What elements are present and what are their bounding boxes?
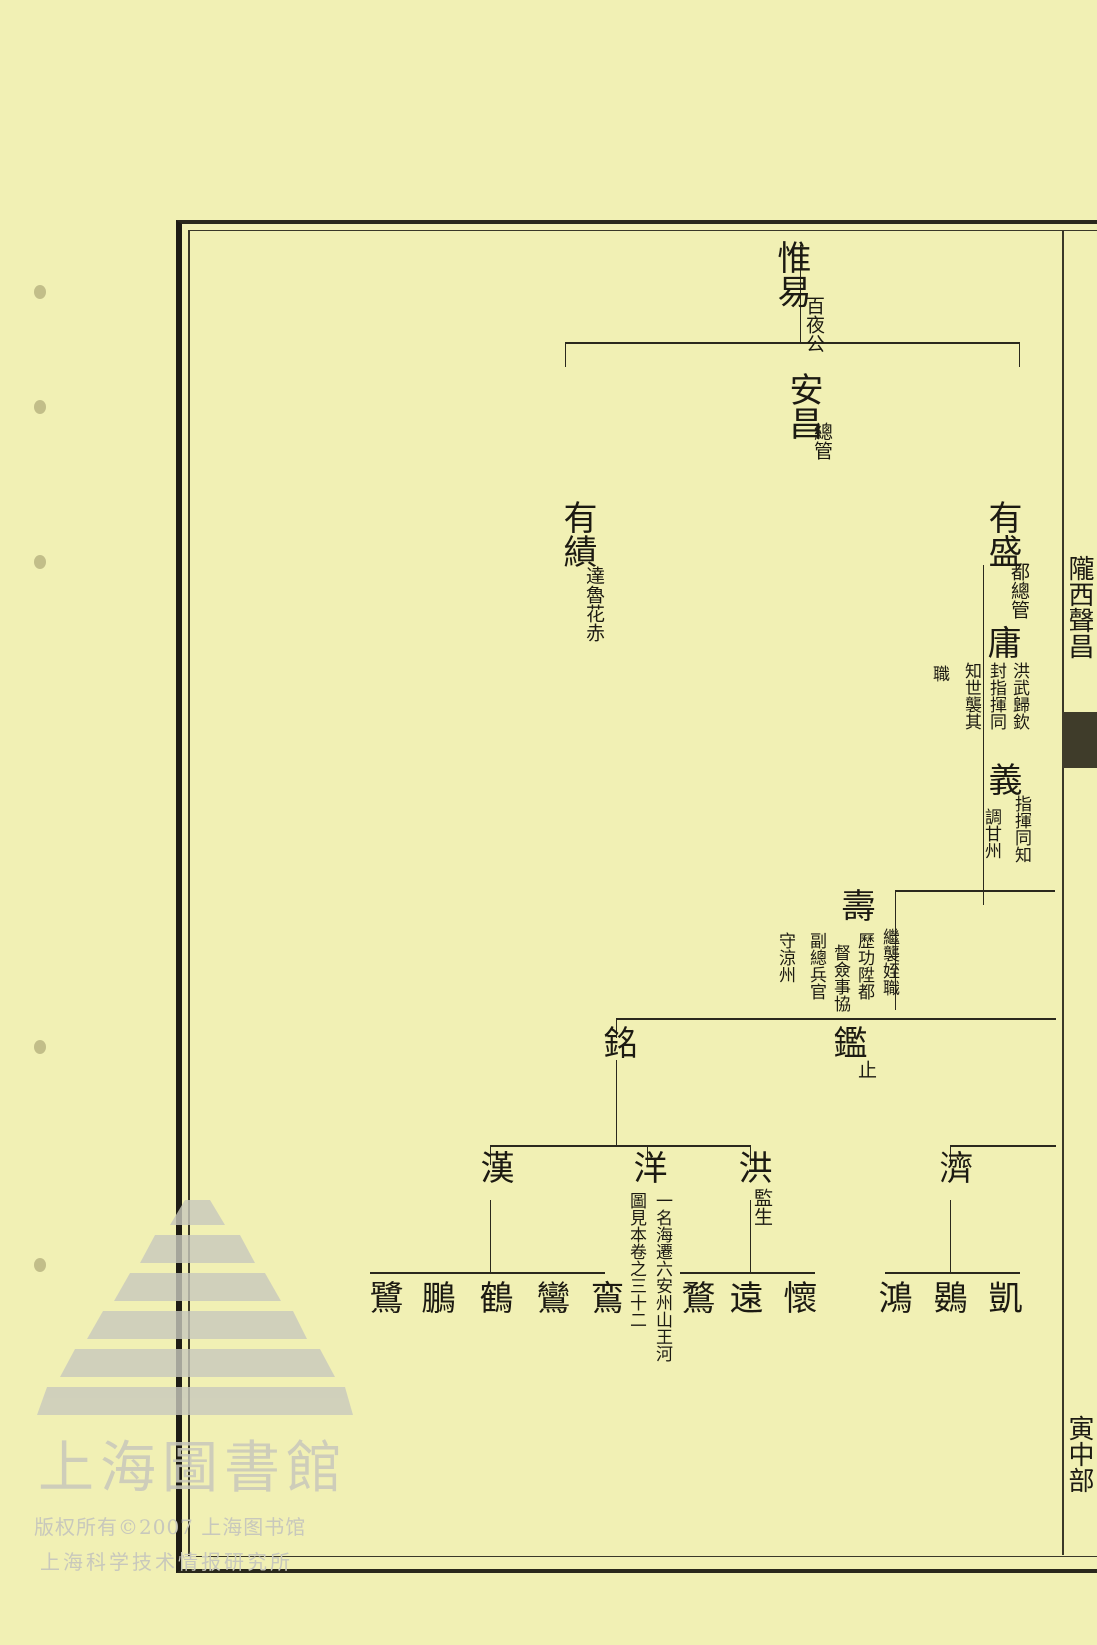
note-jian: 止: [855, 1060, 877, 1079]
person-youji: 有績: [557, 500, 597, 568]
person-yi: 義: [982, 762, 1022, 796]
connector-line: [370, 1272, 605, 1274]
person-gen8: 鷺: [363, 1280, 403, 1314]
connector-line: [895, 890, 896, 1010]
person-anchang: 安昌: [783, 372, 823, 440]
person-gen8: 鶴: [473, 1280, 513, 1314]
note-shou-5: 守涼州: [775, 932, 795, 983]
binding-hole: [34, 1258, 46, 1272]
connector-line: [950, 1145, 951, 1165]
note-yong-4: 職: [929, 665, 949, 682]
connector-line: [750, 1200, 751, 1272]
note-yong-2: 封指揮同: [986, 662, 1006, 730]
connector-line: [895, 890, 1055, 892]
person-gen8: 鷃: [927, 1280, 967, 1314]
connector-line: [750, 1145, 751, 1165]
connector-line: [490, 1145, 491, 1165]
note-shou-4: 副總兵官: [806, 932, 826, 1000]
connector-line: [490, 1200, 491, 1272]
note-yong-3: 知世襲其: [961, 662, 981, 730]
binding-hole: [34, 1040, 46, 1054]
person-gen8: 遠: [723, 1280, 763, 1314]
page-frame-outer: [176, 220, 1097, 1573]
note-yang-1: 一名海遷六安州山王河: [652, 1192, 672, 1362]
connector-line: [950, 1200, 951, 1272]
connector-line: [800, 245, 801, 342]
connector-line: [565, 342, 1020, 344]
person-gen8: 鶩: [675, 1280, 715, 1314]
person-ming: 銘: [597, 1025, 637, 1059]
connector-line: [983, 565, 984, 905]
person-jian: 鑑: [827, 1025, 867, 1059]
library-logo-icon: [37, 1200, 353, 1415]
person-gen8: 鵬: [415, 1280, 455, 1314]
person-yousheng: 有盛: [982, 500, 1022, 568]
person-ji: 濟: [933, 1150, 973, 1184]
person-hong: 洪: [732, 1150, 772, 1184]
binding-hole: [34, 400, 46, 414]
connector-line: [490, 1145, 750, 1147]
person-gen8: 鸞: [530, 1280, 570, 1314]
person-yang: 洋: [627, 1150, 667, 1184]
person-yong: 庸: [981, 625, 1021, 659]
side-fishtail-mark: [1062, 712, 1097, 768]
binding-hole: [34, 285, 46, 299]
person-han: 漢: [474, 1150, 514, 1184]
note-yi-1: 指揮同知: [1011, 795, 1031, 863]
person-gen8: 懷: [777, 1280, 817, 1314]
person-gen8: 鵉: [584, 1280, 624, 1314]
note-hong: 監生: [751, 1188, 773, 1226]
note-yi-2: 調甘州: [981, 808, 1001, 859]
connector-line: [950, 1145, 1056, 1147]
person-shou: 壽: [835, 888, 875, 922]
connector-line: [680, 1272, 815, 1274]
person-gen8: 鴻: [872, 1280, 912, 1314]
note-shou-1: 繼襲姪職: [879, 928, 899, 996]
connector-line: [616, 1018, 1056, 1020]
note-weiyi: 百夜公: [803, 296, 825, 353]
note-yang-2: 圖見本卷之三十二: [626, 1192, 646, 1328]
side-page-mark: 寅中部: [1064, 1415, 1094, 1493]
note-yong-1: 洪武歸欽: [1009, 662, 1029, 730]
connector-line: [616, 1060, 617, 1145]
side-column: [1062, 230, 1097, 1555]
binding-hole: [34, 555, 46, 569]
person-weiyi: 惟易: [771, 240, 811, 308]
watermark-institute: 上海科学技术情报研究所: [40, 1550, 293, 1574]
side-title: 隴西聲昌: [1064, 555, 1094, 659]
connector-line: [647, 1145, 648, 1165]
note-yousheng: 都總管: [1008, 562, 1030, 619]
connector-line: [616, 1018, 617, 1038]
connector-line: [565, 342, 566, 367]
note-youji: 達魯花赤: [583, 566, 605, 642]
watermark-library: 上海圖書館: [38, 1436, 348, 1501]
note-shou-2: 歷功陞都: [854, 932, 874, 1000]
connector-line: [1019, 342, 1020, 367]
watermark-copyright: 版权所有©2007 上海图书馆: [34, 1515, 307, 1539]
person-gen8: 凱: [982, 1280, 1022, 1314]
note-shou-3: 督僉事協: [830, 944, 850, 1012]
connector-line: [885, 1272, 1020, 1274]
note-anchang: 總管: [811, 422, 833, 460]
page-frame-inner: [188, 230, 1097, 1557]
